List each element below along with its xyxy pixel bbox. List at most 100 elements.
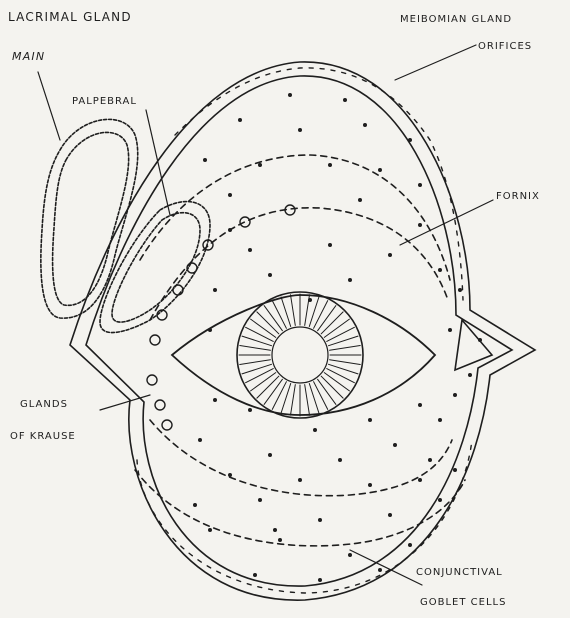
- iris-striation: [324, 319, 349, 337]
- leader-goblet: [350, 550, 422, 585]
- iris-striation: [324, 373, 349, 391]
- goblet-cell-dot: [213, 398, 217, 402]
- iris-striation: [242, 364, 272, 374]
- iris-striation: [281, 297, 291, 327]
- iris-striation: [257, 376, 279, 398]
- goblet-cell-dot: [388, 253, 392, 257]
- goblet-cell-dot: [298, 128, 302, 132]
- goblet-cell-dot: [228, 193, 232, 197]
- goblet-cell-dot: [328, 163, 332, 167]
- krause-gland: [147, 375, 157, 385]
- krause-gland: [155, 400, 165, 410]
- label-conjunctival: CONJUNCTIVAL: [416, 566, 503, 580]
- iris-striation: [257, 312, 279, 334]
- goblet-cell-dot: [238, 118, 242, 122]
- goblet-cell-dot: [193, 503, 197, 507]
- iris-striation: [321, 376, 343, 398]
- iris-striation: [272, 301, 286, 329]
- goblet-cell-dot: [438, 268, 442, 272]
- iris-striation: [305, 385, 310, 416]
- goblet-cell-dot: [268, 273, 272, 277]
- label-lacrimal-gland: LACRIMAL GLAND: [8, 10, 132, 24]
- iris-striation: [272, 382, 286, 410]
- goblet-cell-dot: [308, 298, 312, 302]
- goblet-cell-dot: [318, 578, 322, 582]
- goblet-cell-dot: [453, 393, 457, 397]
- iris-striation: [281, 384, 291, 414]
- fornix-lower-inner: [150, 420, 452, 496]
- iris-striation: [330, 346, 361, 351]
- goblet-cell-dot: [198, 438, 202, 442]
- iris-striation: [251, 319, 276, 337]
- goblet-cell-dot: [288, 93, 292, 97]
- fornix-upper-outer: [140, 155, 450, 280]
- goblet-cell-dot: [448, 328, 452, 332]
- goblet-cell-dot: [368, 483, 372, 487]
- iris-striation: [314, 382, 328, 410]
- goblet-cell-dot: [203, 158, 207, 162]
- goblet-cell-dot: [408, 138, 412, 142]
- iris-striation: [309, 384, 319, 414]
- goblet-cell-dot: [248, 408, 252, 412]
- label-main: MAIN: [12, 50, 45, 64]
- goblet-cell-dot: [453, 468, 457, 472]
- goblet-cell-dot: [363, 123, 367, 127]
- iris-striation: [242, 336, 272, 346]
- goblet-cell-dot: [418, 183, 422, 187]
- goblet-cell-dot: [418, 478, 422, 482]
- goblet-cell-dot: [348, 278, 352, 282]
- goblet-cell-dot: [248, 248, 252, 252]
- label-of-krause: OF KRAUSE: [10, 430, 76, 444]
- goblet-cell-dot: [358, 198, 362, 202]
- iris-striation: [321, 312, 343, 334]
- goblet-cell-dot: [458, 288, 462, 292]
- goblet-cell-dot: [368, 418, 372, 422]
- goblet-cell-dot: [348, 553, 352, 557]
- krause-gland: [150, 335, 160, 345]
- leader-main: [38, 72, 60, 140]
- goblet-cell-dot: [343, 98, 347, 102]
- label-meibomian-gland: MEIBOMIAN GLAND: [400, 13, 512, 27]
- iris-striation: [291, 295, 296, 326]
- iris-striation: [240, 346, 271, 351]
- goblet-cell-dot: [278, 538, 282, 542]
- iris-striation: [330, 360, 361, 365]
- leader-fornix: [400, 200, 493, 245]
- goblet-cell-dot: [338, 458, 342, 462]
- goblet-cell-dot: [298, 478, 302, 482]
- goblet-cell-dot: [468, 373, 472, 377]
- iris-striation: [291, 385, 296, 416]
- goblet-cell-dot: [258, 163, 262, 167]
- label-fornix: FORNIX: [496, 190, 540, 204]
- iris-striation: [318, 379, 336, 404]
- caruncle: [455, 320, 492, 370]
- leader-meibomian: [395, 45, 476, 80]
- pupil: [272, 327, 328, 383]
- goblet-cell-dot: [393, 443, 397, 447]
- iris-striations: [239, 294, 361, 416]
- iris-striation: [246, 369, 274, 383]
- goblet-cell-dot: [378, 568, 382, 572]
- label-glands: GLANDS: [20, 398, 68, 412]
- goblet-cell-dot: [258, 498, 262, 502]
- iris-striation: [327, 327, 355, 341]
- goblet-cell-dot: [318, 518, 322, 522]
- goblet-cell-dot: [438, 418, 442, 422]
- goblet-cell-dot: [418, 223, 422, 227]
- goblet-cell-dot: [388, 513, 392, 517]
- goblet-cell-dot: [228, 473, 232, 477]
- goblet-cell-dot: [408, 543, 412, 547]
- iris-striation: [264, 306, 282, 331]
- label-palpebral: PALPEBRAL: [72, 95, 137, 109]
- main-lacrimal-gland-inner: [53, 132, 129, 305]
- goblet-cell-dot: [208, 528, 212, 532]
- iris-striation: [329, 336, 359, 346]
- leader-krause: [100, 395, 150, 410]
- goblet-cell-dot: [213, 288, 217, 292]
- goblet-cell-dot: [418, 403, 422, 407]
- iris-striation: [327, 369, 355, 383]
- goblet-cell-dot: [268, 453, 272, 457]
- eye-outline: [172, 295, 435, 415]
- goblet-cell-dot: [438, 498, 442, 502]
- goblet-cell-dot: [378, 168, 382, 172]
